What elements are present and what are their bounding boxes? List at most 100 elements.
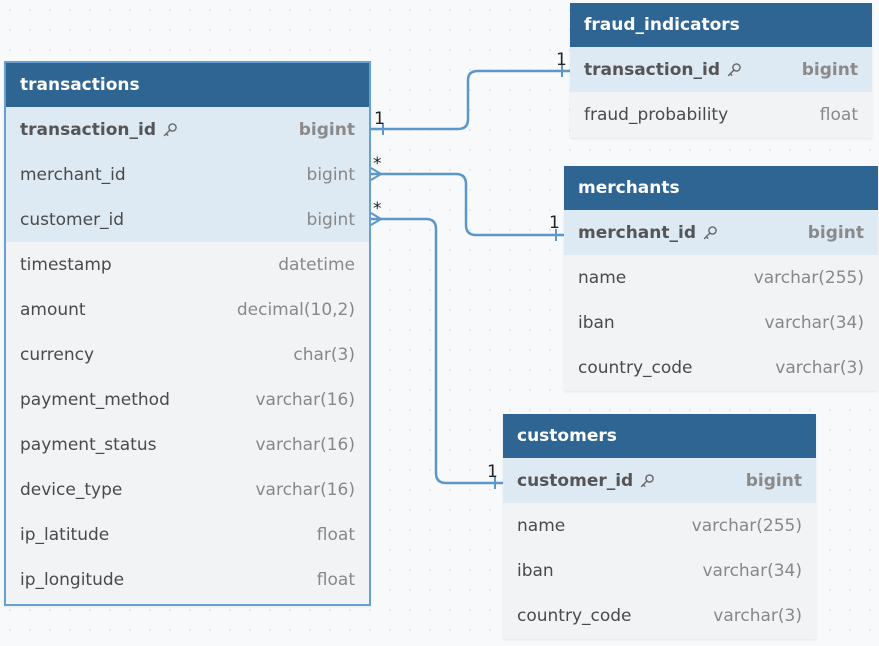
table-fraud-indicators[interactable]: fraud_indicators transaction_id bigint frau… [570,3,872,138]
field-row[interactable]: payment_method varchar(16) [6,377,369,422]
field-row[interactable]: ip_longitude float [6,557,369,602]
field-name: amount [20,300,86,320]
field-name: country_code [517,606,632,626]
field-row[interactable]: customer_id bigint [6,197,369,242]
field-name: transaction_id [584,60,742,80]
field-row[interactable]: iban varchar(34) [564,300,878,345]
cardinality-label-target: 1 [549,213,560,233]
field-name-text: payment_status [20,434,157,455]
field-name: payment_method [20,390,170,410]
field-name-text: transaction_id [584,59,720,80]
field-name-text: ip_longitude [20,569,125,590]
table-merchants[interactable]: merchants merchant_id bigint name varchar(25… [564,166,878,391]
field-type: float [819,104,858,125]
field-type: varchar(255) [691,515,802,536]
field-type: varchar(16) [255,479,355,500]
field-name: iban [517,561,554,581]
field-type: bigint [306,209,355,230]
field-row[interactable]: name varchar(255) [503,503,816,548]
field-row[interactable]: timestamp datetime [6,242,369,287]
field-type: float [316,569,355,590]
field-row[interactable]: customer_id bigint [503,458,816,503]
field-name: country_code [578,358,693,378]
field-type: varchar(34) [764,312,864,333]
field-type: varchar(3) [713,605,802,626]
field-name-text: fraud_probability [584,104,729,125]
link-transactions-merchants[interactable] [370,167,564,241]
field-name-text: timestamp [20,254,112,275]
field-type: datetime [278,254,355,275]
field-name-text: ip_latitude [20,524,110,545]
field-type: char(3) [293,344,355,365]
field-name-text: iban [517,560,554,581]
field-row[interactable]: country_code varchar(3) [503,593,816,638]
table-header[interactable]: transactions [6,63,369,107]
field-name: timestamp [20,255,112,275]
field-type: varchar(34) [702,560,802,581]
cardinality-label-target: 1 [556,50,567,70]
field-name: transaction_id [20,120,178,140]
field-type: bigint [298,119,355,140]
table-header[interactable]: customers [503,414,816,458]
link-transactions-customers[interactable] [370,212,503,489]
field-type: varchar(255) [753,267,864,288]
field-name-text: merchant_id [578,222,697,243]
field-name-text: name [578,267,627,288]
cardinality-label-target: 1 [487,462,498,482]
field-type: varchar(16) [255,389,355,410]
field-row[interactable]: transaction_id bigint [6,107,369,152]
field-name-text: customer_id [20,209,125,230]
field-row[interactable]: ip_latitude float [6,512,369,557]
field-name: customer_id [517,471,655,491]
field-type: decimal(10,2) [236,299,355,320]
field-name-text: iban [578,312,615,333]
field-row[interactable]: fraud_probability float [570,92,872,137]
field-type: bigint [745,470,802,491]
field-name: ip_latitude [20,525,109,545]
field-row[interactable]: iban varchar(34) [503,548,816,593]
field-name: fraud_probability [584,105,728,125]
field-type: bigint [306,164,355,185]
field-name: currency [20,345,94,365]
table-customers[interactable]: customers customer_id bigint name varchar(25… [503,414,816,639]
table-header[interactable]: merchants [564,166,878,210]
field-name: name [578,268,626,288]
field-name-text: customer_id [517,470,634,491]
field-row[interactable]: merchant_id bigint [564,210,878,255]
key-icon [163,122,177,136]
field-type: bigint [807,222,864,243]
field-name-text: name [517,515,566,536]
field-row[interactable]: name varchar(255) [564,255,878,300]
field-name: ip_longitude [20,570,124,590]
field-name-text: device_type [20,479,123,500]
field-row[interactable]: amount decimal(10,2) [6,287,369,332]
field-type: float [316,524,355,545]
key-icon [641,473,655,487]
field-name-text: country_code [517,605,632,626]
field-name: device_type [20,480,122,500]
cardinality-label-source: 1 [374,109,385,129]
field-row[interactable]: country_code varchar(3) [564,345,878,390]
field-row[interactable]: currency char(3) [6,332,369,377]
many-marker [370,212,382,226]
field-row[interactable]: device_type varchar(16) [6,467,369,512]
key-icon [703,225,717,239]
field-name: customer_id [20,210,124,230]
field-type: varchar(16) [255,434,355,455]
many-marker [370,167,382,181]
field-name: merchant_id [578,223,718,243]
field-name-text: country_code [578,357,693,378]
field-row[interactable]: transaction_id bigint [570,47,872,92]
table-header[interactable]: fraud_indicators [570,3,872,47]
cardinality-label-source: * [373,154,382,174]
field-row[interactable]: payment_status varchar(16) [6,422,369,467]
key-icon [727,62,741,76]
field-name-text: transaction_id [20,119,156,140]
link-transactions-fraud-indicators[interactable] [371,65,570,135]
field-type: bigint [801,59,858,80]
field-type: varchar(3) [775,357,864,378]
field-name-text: currency [20,344,95,365]
